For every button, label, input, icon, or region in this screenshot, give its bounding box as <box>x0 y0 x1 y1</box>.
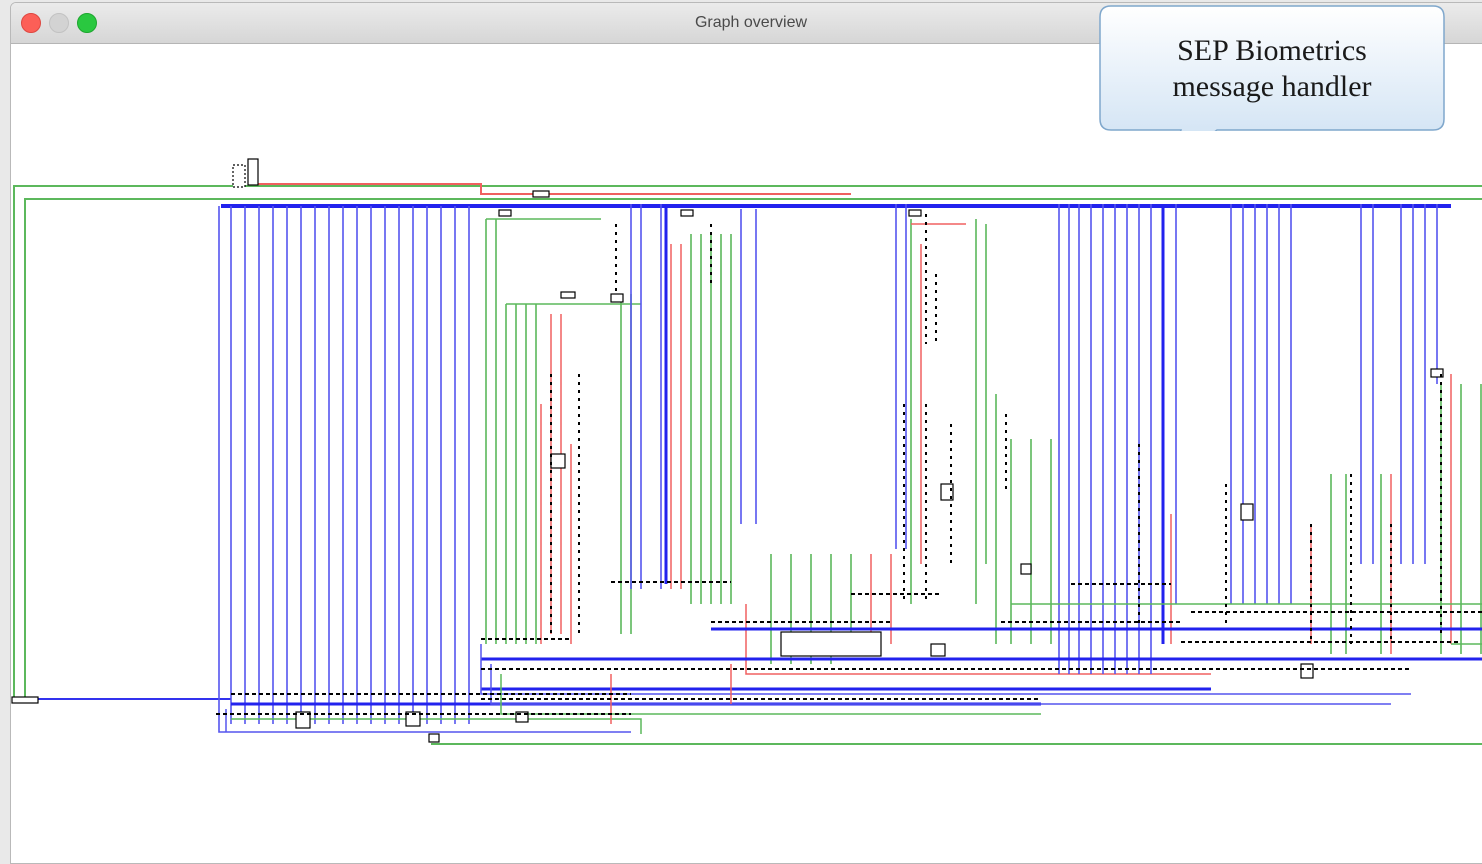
callout-bubble-shape <box>1100 6 1444 131</box>
graph-node <box>931 644 945 656</box>
graph-node <box>561 292 575 298</box>
graph-node <box>1301 664 1313 678</box>
graph-node <box>429 734 439 742</box>
graph-node <box>248 159 258 185</box>
graph-node <box>681 210 693 216</box>
graph-node <box>781 632 881 656</box>
graph-node <box>499 210 511 216</box>
graph-overview-window: Graph overview <box>10 2 1482 864</box>
graph-node <box>1021 564 1031 574</box>
graph-node <box>533 191 549 197</box>
thick-blue-trunks <box>231 204 1482 704</box>
center-green-edges <box>486 219 1481 664</box>
annotation-callout <box>1099 5 1445 131</box>
graph-node <box>611 294 623 302</box>
left-blue-loops <box>219 206 631 732</box>
graph-node <box>551 454 565 468</box>
graph-node <box>909 210 921 216</box>
graph-canvas[interactable] <box>11 44 1482 863</box>
graph-node <box>233 165 245 187</box>
graph-node <box>12 697 38 703</box>
graph-node <box>1241 504 1253 520</box>
